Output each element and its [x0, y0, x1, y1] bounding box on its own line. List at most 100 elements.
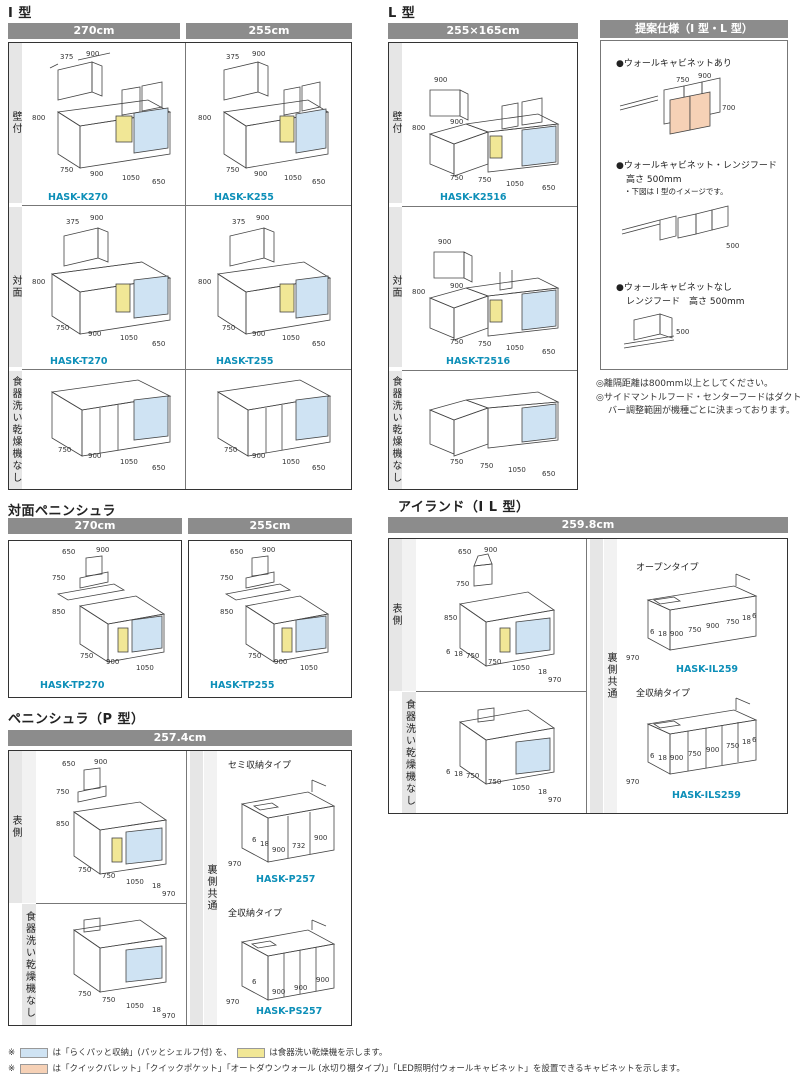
dim-label: 800 — [412, 124, 425, 132]
dim-label: 900 — [316, 976, 329, 984]
dim-label: 800 — [412, 288, 425, 296]
i-row-nodish-label: 食器洗い乾燥機なし — [9, 371, 22, 489]
i-row-wall-label: 壁付 — [9, 43, 22, 203]
il-panel — [388, 538, 788, 814]
dim-label: 1050 — [300, 664, 318, 672]
dim-label: 900 — [88, 452, 101, 460]
footer-text-1b: は食器洗い乾燥機を示します。 — [269, 1048, 388, 1058]
dim-label: 1050 — [126, 878, 144, 886]
wall-cabinet-hood-drawing: 500 — [621, 205, 739, 250]
dim-label: 750 — [676, 76, 689, 84]
dim-label: 800 — [32, 114, 45, 122]
dim-label: 18 — [454, 650, 463, 658]
tp-title: 対面ペニンシュラ — [8, 504, 117, 519]
kitchen-drawing-il259-front: 650 900 750 850 6 18 750 750 1050 18 970 — [444, 546, 561, 684]
kitchen-drawing-p257-back: 6 18 900 732 900 970 — [228, 779, 336, 868]
dim-label: 750 — [688, 626, 701, 634]
dim-label: 650 — [230, 548, 243, 556]
dim-label: 800 — [198, 114, 211, 122]
dim-label: 750 — [466, 652, 479, 660]
model-hask-tp255: HASK-TP255 — [210, 680, 275, 691]
dim-label: 750 — [56, 324, 69, 332]
dim-label: 970 — [626, 778, 639, 786]
dim-label: 650 — [542, 184, 555, 192]
dim-label: 750 — [102, 872, 115, 880]
kitchen-drawing-tp270: 650 900 750 850 750 900 1050 — [52, 546, 166, 672]
dim-label: 375 — [66, 218, 79, 226]
dim-label: 900 — [706, 746, 719, 754]
i-type-col-255: 255cm — [186, 23, 352, 39]
dim-label: 6 — [446, 768, 451, 776]
dim-label: 900 — [86, 50, 99, 58]
dim-label: 850 — [52, 608, 65, 616]
dim-label: 970 — [548, 676, 561, 684]
p-row-back-label — [190, 751, 203, 1025]
dim-label: 900 — [274, 658, 287, 666]
dim-label: 750 — [688, 750, 701, 758]
dim-label: 18 — [742, 614, 751, 622]
dim-label: 1050 — [282, 458, 300, 466]
kitchen-drawing-p257-nodish: 750 750 1050 18 970 — [72, 917, 175, 1020]
dim-label: 650 — [152, 340, 165, 348]
proposal-item-3-sub: レンジフード 高さ 500mm — [626, 297, 745, 307]
l-row-nodish-label: 食器洗い乾燥機なし — [389, 371, 402, 489]
tp-col-270: 270cm — [8, 518, 182, 534]
dim-label: 750 — [78, 866, 91, 874]
p-divider — [186, 751, 187, 1025]
dim-label: 1050 — [122, 174, 140, 182]
proposal-note-2: ◎サイドマントルフード・センターフードはダクトカ — [596, 393, 800, 403]
kitchen-drawing-nodish-255: 750 900 1050 650 — [216, 379, 332, 472]
model-hask-tp270: HASK-TP270 — [40, 680, 105, 691]
i-cell — [22, 206, 186, 370]
kitchen-drawing-p257-front: 650 900 750 850 750 750 1050 18 970 — [56, 758, 175, 898]
dim-label: 850 — [444, 614, 457, 622]
dim-label: 1050 — [284, 174, 302, 182]
range-hood-drawing: 500 — [623, 313, 689, 349]
proposal-item-3: ●ウォールキャビネットなし — [616, 283, 732, 293]
dim-label: 850 — [56, 820, 69, 828]
dim-label: 650 — [312, 340, 325, 348]
dim-label: 1050 — [512, 664, 530, 672]
footer-line-1: ※ は「らくパッと収納」(パッとシェルフ付) を、 は食器洗い乾燥機を示します。 — [8, 1046, 387, 1058]
kitchen-drawing-nodish-l: 750 750 1050 650 — [428, 391, 560, 478]
p-full-type-label: 全収納タイプ — [228, 909, 283, 919]
dim-label: 900 — [670, 630, 683, 638]
dim-label: 6 — [650, 752, 655, 760]
p-col: 257.4cm — [8, 730, 352, 746]
dim-label: 732 — [292, 842, 305, 850]
kitchen-drawing-t270: 375 900 800 750 900 1050 650 — [32, 214, 172, 348]
dim-label: 1050 — [508, 466, 526, 474]
l-row-face-label: 対面 — [389, 207, 402, 367]
dim-label: 800 — [32, 278, 45, 286]
dim-label: 1050 — [120, 334, 138, 342]
kitchen-drawing-nodish-270: 750 900 1050 650 — [50, 379, 172, 472]
dim-label: 900 — [706, 622, 719, 630]
blue-swatch — [19, 1047, 48, 1058]
dim-label: 750 — [478, 340, 491, 348]
dim-label: 1050 — [512, 784, 530, 792]
model-hask-t270: HASK-T270 — [50, 356, 108, 367]
dim-label: 650 — [62, 548, 75, 556]
model-hask-k270: HASK-K270 — [48, 192, 108, 203]
footer-text-2: は「クイックパレット」「クイックポケット」「オートダウンウォール (水切り棚タイ… — [52, 1064, 685, 1074]
dim-label: 750 — [222, 324, 235, 332]
p-row-front-label: 表側 — [9, 751, 22, 903]
proposal-note-3: バー調整範囲が機種ごとに決まっております。 — [608, 406, 796, 416]
dim-label: 900 — [90, 170, 103, 178]
model-hask-t255: HASK-T255 — [216, 356, 274, 367]
dim-label: 18 — [152, 882, 161, 890]
dim-label: 900 — [314, 834, 327, 842]
dim-label: 18 — [152, 1006, 161, 1014]
l-divider — [402, 206, 577, 207]
dim-label: 650 — [312, 464, 325, 472]
dim-label: 900 — [256, 214, 269, 222]
dim-label: 750 — [56, 788, 69, 796]
dim-label: 900 — [438, 238, 451, 246]
model-hask-il259: HASK-IL259 — [676, 664, 739, 675]
dim-label: 18 — [454, 770, 463, 778]
il-divider — [586, 539, 587, 813]
dim-label: 900 — [450, 282, 463, 290]
dim-label: 750 — [248, 652, 261, 660]
model-hask-ps257: HASK-PS257 — [256, 1006, 323, 1017]
dim-label: 750 — [226, 166, 239, 174]
